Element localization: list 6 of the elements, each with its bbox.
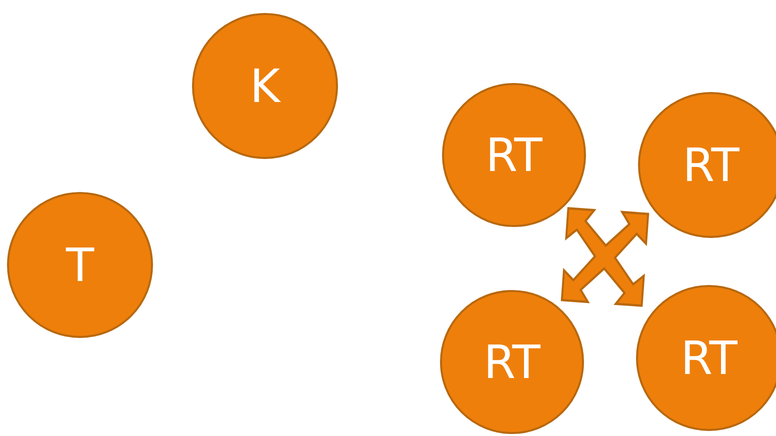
- circle-label: K: [250, 63, 280, 109]
- circle-label: RT: [484, 339, 540, 385]
- circle-label: T: [66, 242, 94, 288]
- circle-label: RT: [486, 132, 542, 178]
- circle-label: RT: [682, 142, 740, 188]
- circle-label: RT: [680, 335, 738, 381]
